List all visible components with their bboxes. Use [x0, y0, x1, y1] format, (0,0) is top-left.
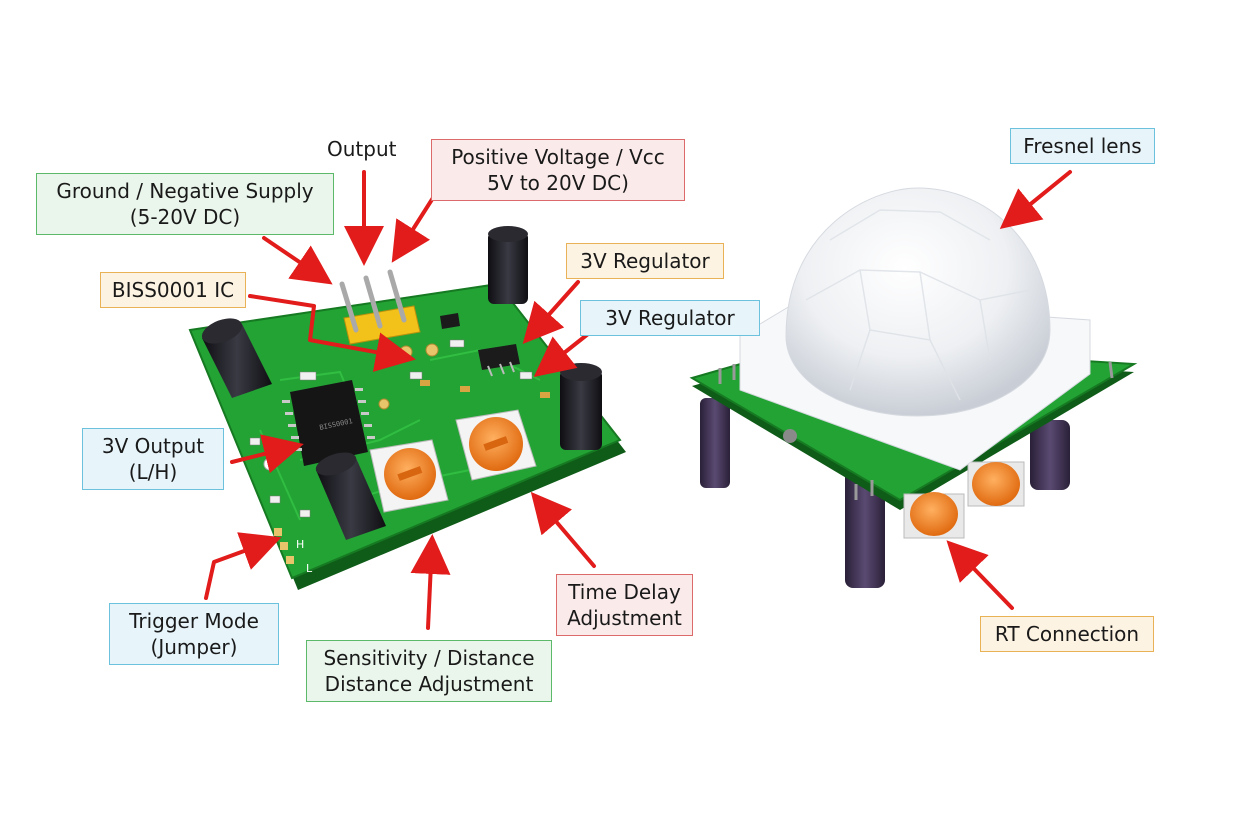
label-ground-line2: (5-20V DC) [129, 205, 241, 229]
arrow-3v-output [230, 434, 304, 474]
label-ground: Ground / Negative Supply (5-20V DC) [36, 173, 334, 235]
label-time-delay: Time Delay Adjustment [556, 574, 693, 636]
arrow-rt-connection [946, 540, 1014, 610]
label-3v-output-line1: 3V Output [101, 434, 205, 458]
small-transistor [440, 313, 460, 329]
label-positive-voltage-line2: 5V to 20V DC) [487, 171, 629, 195]
label-positive-voltage-line1: Positive Voltage / Vcc [451, 145, 665, 169]
label-3v-output-line2: (L/H) [128, 460, 178, 484]
label-3v-output: 3V Output (L/H) [82, 428, 224, 490]
pir-board-back: BISS0001 [188, 226, 626, 590]
label-biss-ic-text: BISS0001 IC [111, 278, 235, 302]
label-sensitivity-line2: Distance Adjustment [324, 672, 534, 696]
label-fresnel-lens: Fresnel lens [1010, 128, 1155, 164]
label-sensitivity: Sensitivity / Distance Distance Adjustme… [306, 640, 552, 702]
rt-potentiometer-left[interactable] [903, 492, 965, 539]
label-positive-voltage: Positive Voltage / Vcc 5V to 20V DC) [431, 139, 685, 201]
label-time-delay-line1: Time Delay [568, 580, 681, 604]
jumper-l-mark: L [306, 562, 313, 575]
trigger-jumper-pads: H L [274, 528, 313, 575]
label-trigger-mode-line1: Trigger Mode [129, 609, 259, 633]
arrow-sensitivity [410, 534, 451, 630]
capacitor-right [560, 363, 602, 450]
arrow-positive-voltage [391, 188, 440, 263]
label-rt-connection: RT Connection [980, 616, 1154, 652]
arrow-ground [262, 236, 333, 285]
leg-capacitor-right [1030, 420, 1070, 490]
label-regulator-1-text: 3V Regulator [580, 249, 710, 273]
label-ground-line1: Ground / Negative Supply [56, 179, 314, 203]
label-regulator-1: 3V Regulator [566, 243, 724, 279]
fresnel-dome [785, 187, 1051, 417]
capacitor-top-left [201, 318, 272, 398]
arrow-fresnel-lens [999, 170, 1072, 230]
smd-resistors [420, 380, 550, 398]
rt-potentiometer-right[interactable] [967, 461, 1025, 507]
label-time-delay-line2: Adjustment [567, 606, 682, 630]
label-trigger-mode: Trigger Mode (Jumper) [109, 603, 279, 665]
label-fresnel-lens-text: Fresnel lens [1023, 134, 1142, 158]
front-pins [718, 361, 1114, 500]
regulator-chip [478, 344, 520, 377]
jumper-h-mark: H [296, 538, 304, 551]
arrow-trigger-mode [204, 532, 282, 600]
capacitor-top-right [488, 226, 528, 304]
arrow-regulator-1 [522, 280, 580, 344]
sensitivity-potentiometer[interactable] [369, 439, 449, 513]
time-delay-potentiometer[interactable] [455, 409, 537, 481]
arrow-biss-ic [248, 294, 416, 372]
label-regulator-2: 3V Regulator [580, 300, 760, 336]
label-output: Output [318, 132, 405, 166]
label-trigger-mode-line2: (Jumper) [150, 635, 238, 659]
mounting-hole [783, 429, 797, 443]
pir-board-front [689, 187, 1138, 588]
label-sensitivity-line1: Sensitivity / Distance [323, 646, 535, 670]
arrow-regulator-2 [533, 332, 590, 377]
leg-capacitor-left [700, 398, 730, 488]
label-biss-ic: BISS0001 IC [100, 272, 246, 308]
capacitor-bottom [315, 452, 386, 540]
label-rt-connection-text: RT Connection [994, 622, 1140, 646]
biss0001-ic-chip: BISS0001 [282, 380, 375, 466]
label-regulator-2-text: 3V Regulator [605, 306, 735, 330]
callout-arrows [204, 170, 1072, 630]
arrow-time-delay [530, 491, 596, 568]
label-output-text: Output [327, 137, 397, 161]
